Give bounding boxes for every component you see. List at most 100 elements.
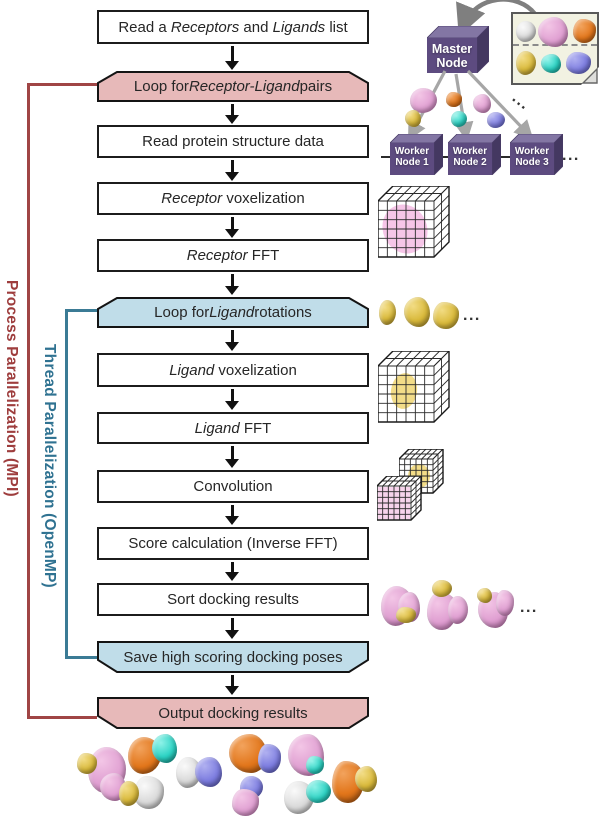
protein-blob-periwinkle — [487, 112, 505, 128]
step-receptor-voxelization: Receptor voxelization — [97, 182, 369, 215]
step-sort-results-label: Sort docking results — [167, 591, 299, 608]
master-node-line1: Master — [431, 42, 473, 56]
process-parallelization-label: Process Parallelization (MPI) — [3, 280, 20, 497]
step-ligand-voxelization: Ligand voxelization — [97, 353, 369, 387]
master-node-line2: Node — [436, 56, 468, 70]
protein-blob-orange — [446, 92, 462, 107]
step-output-results-label: Output docking results — [158, 704, 308, 722]
step-ligand-fft: Ligand FFT — [97, 412, 369, 444]
down-arrow-icon — [225, 505, 239, 525]
down-arrow-icon — [225, 446, 239, 468]
protein-blob-periwinkle — [258, 744, 281, 773]
protein-blob-yellow — [119, 781, 139, 806]
step-read-structure: Read protein structure data — [97, 125, 369, 158]
master-node-cube: Master Node — [427, 26, 489, 73]
protein-blob-orange — [573, 19, 596, 43]
worker-3-line1: Worker — [514, 146, 550, 157]
step-save-poses-label: Save high scoring docking poses — [123, 648, 343, 666]
down-arrow-icon — [225, 274, 239, 295]
worker-2-line1: Worker — [452, 146, 488, 157]
protein-blob-white — [516, 21, 536, 42]
protein-blob-pink — [410, 88, 437, 113]
step-read-structure-label: Read protein structure data — [142, 133, 324, 150]
step-receptor-fft-label: Receptor FFT — [186, 247, 280, 264]
worker-1-line2: Node 1 — [395, 157, 429, 169]
mpi-bracket-top — [27, 83, 97, 86]
pdb-list-document-icon — [511, 12, 599, 85]
openmp-bracket-bottom — [65, 656, 99, 659]
protein-blob-pink — [538, 17, 568, 47]
step-loop-rotations-label: Loop for Ligand rotations — [154, 304, 312, 321]
step-score-calculation-label: Score calculation (Inverse FFT) — [128, 535, 338, 552]
step-output-results: Output docking results — [97, 697, 369, 729]
step-save-poses: Save high scoring docking poses — [97, 641, 369, 673]
down-arrow-icon — [225, 46, 239, 70]
protein-blob-cyan — [306, 756, 324, 774]
step-ligand-voxelization-label: Ligand voxelization — [169, 361, 297, 379]
down-arrow-icon — [225, 562, 239, 581]
thread-parallelization-label: Thread Parallelization (OpenMP) — [41, 344, 58, 588]
receptor-fft-cube-icon — [376, 475, 423, 527]
rotations-ellipsis: ... — [463, 307, 481, 324]
protein-blob-cyan — [451, 111, 467, 127]
worker-node-1-label: Worker Node 1 — [390, 146, 434, 168]
step-convolution: Convolution — [97, 470, 369, 503]
protein-blob-yellow — [432, 580, 452, 597]
step-loop-pairs: Loop for Receptor-Ligand pairs — [97, 71, 369, 102]
sort-ellipsis: ... — [520, 599, 538, 616]
protein-blob-yellow — [77, 753, 97, 774]
protein-blob-pink — [473, 94, 491, 113]
step-read-list-label: Read a Receptors and Ligands list — [118, 18, 348, 36]
curved-input-arrow-icon — [456, 0, 537, 37]
down-arrow-icon — [225, 104, 239, 124]
worker-node-3-label: Worker Node 3 — [510, 146, 554, 168]
worker-node-2-cube: Worker Node 2 — [448, 134, 501, 175]
step-receptor-voxelization-label: Receptor voxelization — [161, 190, 305, 207]
protein-blob-cyan — [541, 54, 561, 73]
protein-blob-cyan — [306, 780, 331, 803]
protein-blob-yellow — [404, 297, 430, 327]
step-read-list: Read a Receptors and Ligands list — [97, 10, 369, 44]
step-score-calculation: Score calculation (Inverse FFT) — [97, 527, 369, 560]
mpi-bracket-bottom — [27, 716, 97, 719]
worker-node-3-cube: Worker Node 3 — [510, 134, 563, 175]
openmp-bracket-top — [65, 309, 99, 312]
folded-corner-icon — [581, 67, 599, 85]
protein-blob-yellow — [516, 51, 536, 75]
protein-blob-yellow — [355, 766, 377, 792]
worker-1-line1: Worker — [394, 146, 430, 157]
step-sort-results: Sort docking results — [97, 583, 369, 616]
down-arrow-icon — [225, 675, 239, 695]
step-loop-rotations: Loop for Ligand rotations — [97, 297, 369, 328]
protein-blob-pink — [232, 789, 259, 816]
protein-blob-periwinkle — [195, 757, 222, 787]
worker-node-2-label: Worker Node 2 — [448, 146, 492, 168]
down-arrow-icon — [225, 389, 239, 410]
master-node-label: Master Node — [427, 42, 477, 70]
step-loop-pairs-label: Loop for Receptor-Ligand pairs — [133, 78, 333, 95]
protein-blob-periwinkle — [566, 52, 591, 74]
worker-2-line2: Node 2 — [453, 157, 487, 169]
down-arrow-icon — [225, 160, 239, 181]
protein-blob-yellow — [477, 588, 492, 603]
step-receptor-fft: Receptor FFT — [97, 239, 369, 272]
protein-blob-yellow — [396, 607, 416, 623]
down-arrow-icon — [225, 217, 239, 238]
step-convolution-label: Convolution — [193, 478, 273, 495]
protein-blob-yellow — [405, 110, 421, 127]
ligand-voxel-grid-icon — [377, 350, 451, 429]
worker-ellipsis: ... — [562, 147, 580, 164]
protein-blob-pink — [448, 596, 468, 624]
protein-blob-white — [134, 776, 164, 809]
openmp-bracket-vertical — [65, 309, 68, 659]
worker-3-line2: Node 3 — [515, 157, 549, 169]
mpi-bracket-vertical — [27, 83, 30, 719]
down-arrow-icon — [225, 618, 239, 639]
step-ligand-fft-label: Ligand FFT — [194, 419, 272, 437]
worker-node-1-cube: Worker Node 1 — [390, 134, 443, 175]
protein-blob-cyan — [152, 734, 177, 763]
down-arrow-icon — [225, 330, 239, 351]
protein-blob-pink — [496, 590, 514, 616]
receptor-voxel-grid-icon — [377, 185, 451, 264]
